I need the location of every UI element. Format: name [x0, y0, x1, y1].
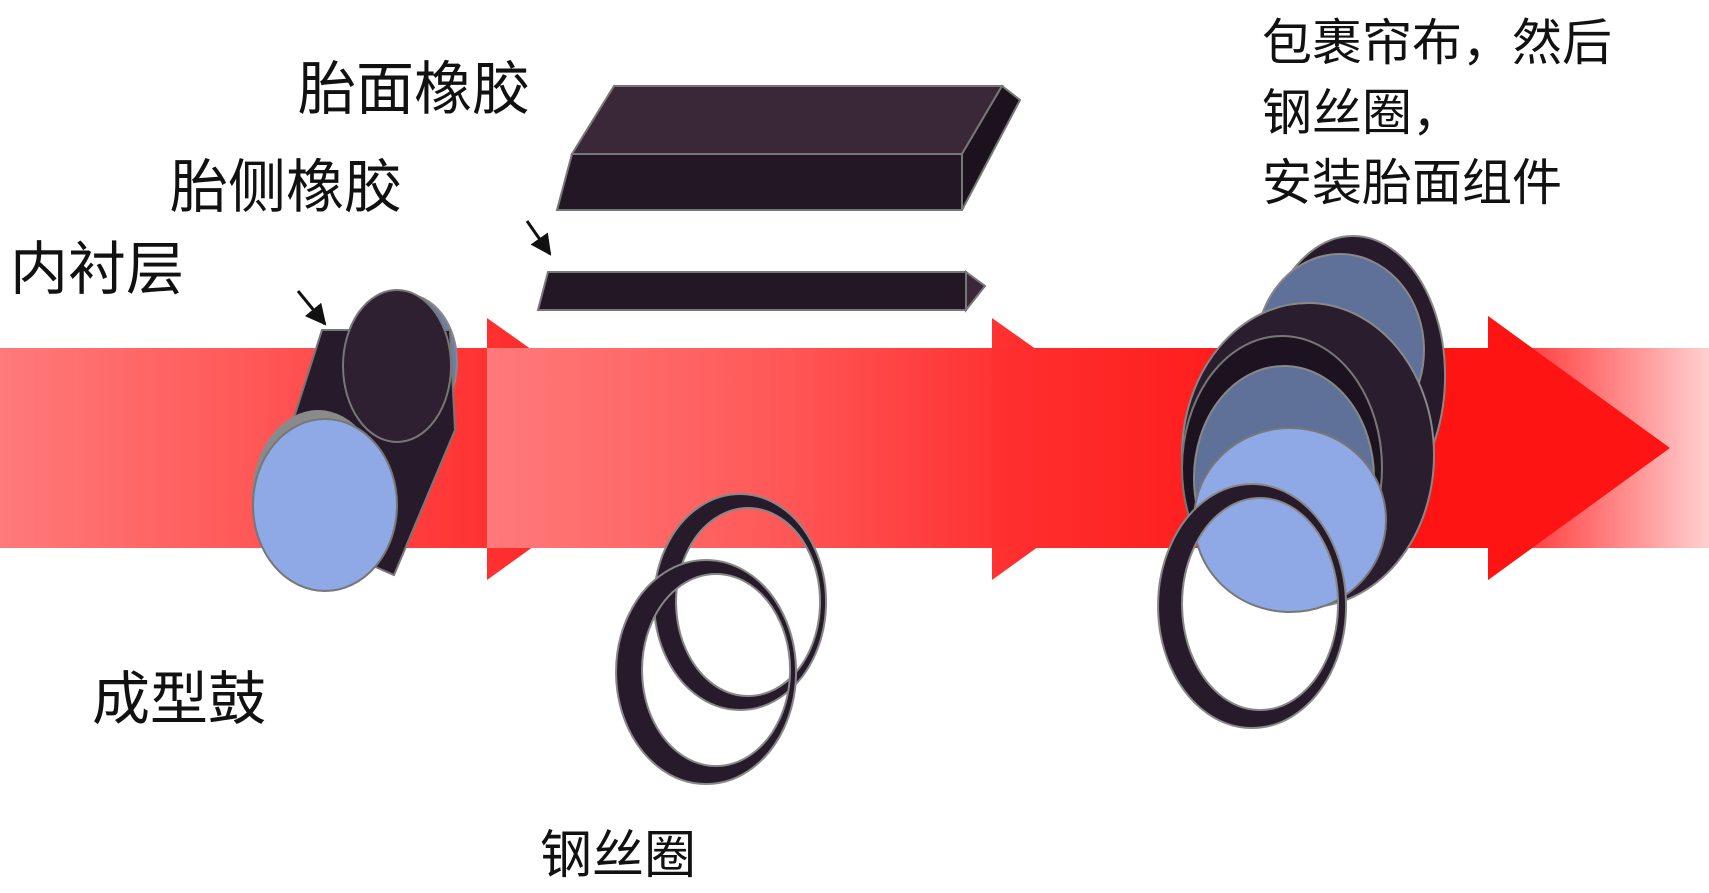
building-drum [252, 289, 458, 592]
drum-front-face [252, 418, 398, 592]
diagonal-arrow-icon [525, 220, 552, 256]
sidewall-rubber-strip [536, 270, 987, 313]
bead-wire-label: 钢丝圈 [540, 826, 697, 886]
inner-liner-label: 内衬层 [10, 235, 185, 303]
pointer-arrows [296, 220, 552, 326]
bead-ring-front [615, 559, 798, 785]
tread-rubber-slab [555, 84, 1022, 211]
final-step-line-2: 钢丝圈， [1262, 84, 1462, 142]
assembled-tire [1157, 235, 1446, 729]
final-step-label: 包裹帘布，然后 钢丝圈， 安装胎面组件 [1262, 8, 1709, 218]
final-step-line-1: 包裹帘布，然后 [1262, 14, 1612, 72]
sidewall-rubber-label: 胎侧橡胶 [170, 153, 403, 221]
bead-ring-back [653, 493, 828, 711]
flow-arrows [0, 316, 1709, 580]
front-bead-ring [1157, 483, 1348, 729]
diagonal-arrow-icon [296, 290, 327, 326]
tire-drum-face [1193, 427, 1387, 613]
tread-rubber-label: 胎面橡胶 [298, 55, 531, 123]
building-drum-label: 成型鼓 [92, 665, 267, 733]
bead-wire-rings [615, 493, 828, 785]
final-step-line-3: 安装胎面组件 [1262, 154, 1562, 212]
